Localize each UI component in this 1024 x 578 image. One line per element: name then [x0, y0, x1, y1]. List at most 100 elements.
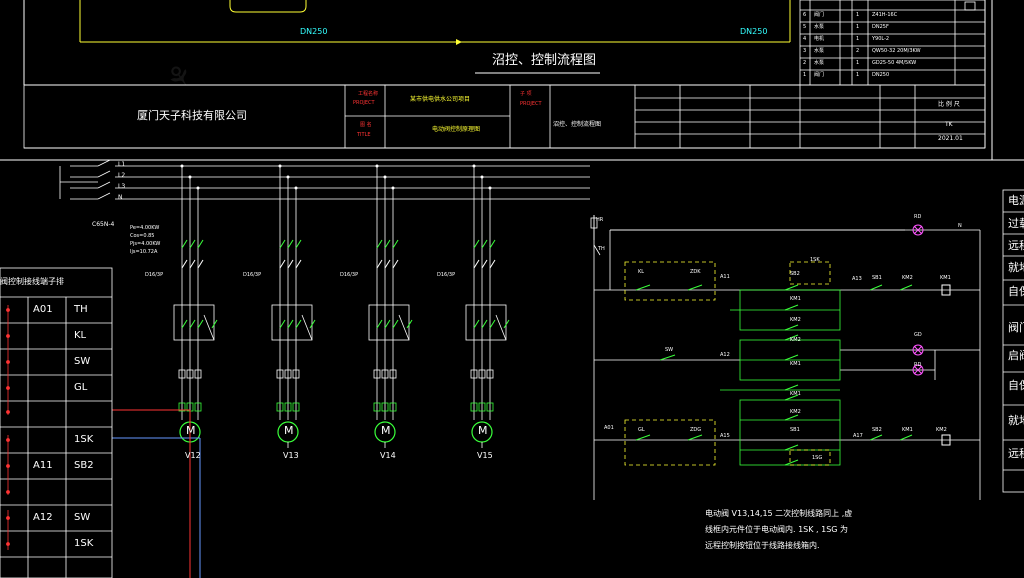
bus-node — [480, 175, 484, 179]
reversing-frame — [173, 304, 215, 341]
legend-item: 自保 — [1008, 379, 1024, 392]
contactor-main — [287, 319, 294, 329]
terminal-code: A12 — [33, 512, 53, 523]
thermal-relay — [276, 369, 284, 379]
company-name: 厦门天子科技有限公司 — [137, 109, 247, 122]
line-L2: L2 — [118, 172, 126, 179]
bus-node — [375, 164, 379, 168]
contactor-rev — [309, 319, 316, 329]
contactor-rev — [211, 319, 218, 329]
c-1sk: 1SK — [810, 257, 820, 263]
sub-value: 沼控、控制流程图 — [553, 121, 602, 128]
contactor-main — [473, 319, 480, 329]
c-km1c: KM1 — [790, 361, 801, 367]
legend-item: 阀门 — [1008, 321, 1024, 334]
breaker-contact — [287, 239, 294, 249]
thermal-relay — [470, 369, 478, 379]
drawing-title: 沼控、控制流程图 — [492, 53, 597, 68]
terminal — [478, 402, 486, 412]
sub-label-cn: 子 项 — [520, 91, 532, 97]
c-a15: A15 — [720, 433, 730, 439]
reversing-link — [301, 314, 313, 341]
contactor-main — [197, 319, 204, 329]
reversing-frame — [368, 304, 410, 341]
terminal-label: 1SK — [74, 538, 94, 549]
parts-cell-name: 阀门 — [814, 12, 825, 18]
c-km2d: KM2 — [790, 409, 801, 415]
terminal-label: KL — [74, 330, 87, 341]
thermal-relay — [178, 369, 186, 379]
breaker-contact — [481, 239, 488, 249]
parts-cell-no: 6 — [803, 12, 807, 18]
terminal-code: A11 — [33, 460, 53, 471]
remote-boxes — [624, 261, 831, 466]
line-L3: L3 — [118, 183, 126, 190]
thermal-relay — [478, 369, 486, 379]
main-breaker-label: C65N-4 — [92, 221, 115, 228]
contactor-rev — [406, 319, 413, 329]
sub-label-en: PROJECT — [520, 101, 542, 107]
parts-cell-qty: 1 — [856, 72, 860, 78]
terminal-label: 1SK — [74, 434, 94, 445]
bus-node — [188, 175, 192, 179]
title-label-cn: 图 名 — [360, 122, 372, 128]
terminal-label: SW — [74, 356, 91, 367]
c-km1a: KM1 — [790, 296, 801, 302]
contactor-main — [376, 319, 383, 329]
parts-cell-qty: 1 — [856, 12, 860, 18]
c-km1e: KM1 — [902, 427, 913, 433]
c-a12: A12 — [720, 352, 730, 358]
isolator-contact — [181, 259, 188, 269]
parts-cell-no: 4 — [803, 36, 807, 42]
c-sb1: SB1 — [872, 275, 882, 281]
parts-table — [799, 0, 986, 86]
parts-cell-no: 5 — [803, 24, 807, 30]
lamp-rd-1: RD — [914, 214, 922, 220]
terminal-label: GL — [74, 382, 88, 393]
thermal-relay — [389, 369, 397, 379]
isolator-contact — [197, 259, 204, 269]
pipe-label-left: DN250 — [300, 27, 328, 36]
c-kl: KL — [638, 269, 645, 275]
terminal — [178, 402, 186, 412]
breaker-contact — [197, 239, 204, 249]
spec-ijs: Ijs=10.72A — [130, 249, 158, 255]
parts-cell-spec: DN250 — [872, 72, 890, 78]
c-sb2: SB2 — [790, 271, 800, 277]
terminal — [486, 402, 494, 412]
parts-cell-spec: QW50-32 20M/3KW — [872, 48, 921, 54]
motor-symbol: M — [381, 424, 391, 437]
parts-cell-qty: 1 — [856, 60, 860, 66]
fuse-th: TH — [598, 246, 605, 252]
breaker-contact — [376, 239, 383, 249]
legend-item: 就地 — [1008, 261, 1024, 274]
terminal-label: SB2 — [74, 460, 94, 471]
breaker-label: D16/3P — [243, 272, 262, 278]
terminal — [194, 402, 202, 412]
c-sb2b: SB2 — [872, 427, 882, 433]
c-sb1b: SB1 — [790, 427, 800, 433]
parts-cell-spec: DN25F — [872, 24, 889, 30]
tb-right-2: TK — [945, 121, 953, 128]
interlock-wiring — [720, 289, 841, 466]
tb-right-3: 2021.01 — [938, 135, 963, 142]
motor-symbol: M — [284, 424, 294, 437]
isolator-contact — [392, 259, 399, 269]
c-a17: A17 — [853, 433, 863, 439]
contactor-main — [189, 319, 196, 329]
lamp-rd-2: RD — [914, 362, 922, 368]
parts-cell-no: 2 — [803, 60, 807, 66]
terminal-code: A01 — [33, 304, 53, 315]
spec-pe: Pe=4.00KW — [130, 225, 160, 231]
breaker-contact — [295, 239, 302, 249]
c-km2coil: KM2 — [936, 427, 947, 433]
breaker-label: D16/3P — [145, 272, 164, 278]
contacts — [635, 284, 913, 466]
parts-cell-spec: GD25-50 4M/5KW — [872, 60, 917, 66]
c-a01: A01 — [604, 425, 614, 431]
thermal-relay — [194, 369, 202, 379]
contactor-main — [295, 319, 302, 329]
note-line-3: 远程控制按钮位于线路接线箱内. — [705, 541, 820, 550]
parts-cell-name: 水泵 — [814, 24, 825, 30]
reversing-link — [495, 314, 507, 341]
